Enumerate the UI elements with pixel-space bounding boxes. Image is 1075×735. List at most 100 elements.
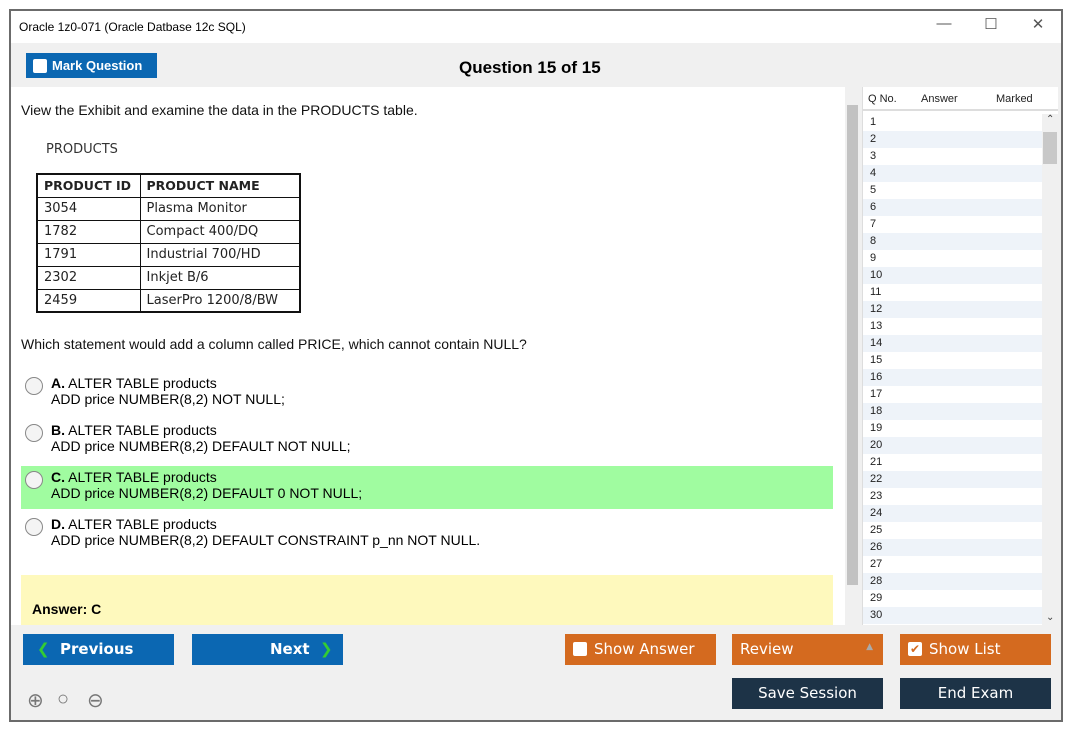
radio-button[interactable] bbox=[25, 377, 43, 395]
zoom-reset-icon[interactable]: ○ bbox=[57, 688, 70, 710]
radio-button[interactable] bbox=[25, 518, 43, 536]
zoom-out-icon[interactable]: ⊖ bbox=[87, 690, 104, 712]
question-list-row[interactable]: 26 bbox=[863, 539, 1043, 556]
question-list-row[interactable]: 6 bbox=[863, 199, 1043, 216]
previous-label: Previous bbox=[60, 640, 134, 658]
product-name: Inkjet B/6 bbox=[139, 265, 301, 290]
show-answer-button[interactable]: Show Answer bbox=[565, 634, 716, 665]
answer-box: Answer: C bbox=[21, 575, 833, 625]
question-list-row[interactable]: 30 bbox=[863, 607, 1043, 624]
next-button[interactable]: Next ❯ bbox=[192, 634, 343, 665]
question-list-row[interactable]: 5 bbox=[870, 184, 877, 196]
end-exam-button[interactable]: End Exam bbox=[900, 678, 1051, 709]
radio-button[interactable] bbox=[25, 471, 43, 489]
window-title: Oracle 1z0-071 (Oracle Datbase 12c SQL) bbox=[19, 20, 246, 34]
scroll-thumb[interactable] bbox=[847, 105, 858, 585]
mark-question-button[interactable]: Mark Question bbox=[26, 53, 157, 78]
scroll-thumb[interactable] bbox=[1043, 132, 1057, 164]
show-list-label: Show List bbox=[929, 640, 1001, 658]
option-letter: B. bbox=[51, 422, 65, 438]
title-bar: Oracle 1z0-071 (Oracle Datbase 12c SQL) … bbox=[11, 11, 1061, 43]
question-list-row[interactable]: 27 bbox=[870, 558, 883, 570]
option-line1: ALTER TABLE products bbox=[68, 516, 217, 532]
question-list-row[interactable]: 3 bbox=[870, 150, 877, 162]
product-id: 2302 bbox=[36, 265, 141, 290]
app-window: Oracle 1z0-071 (Oracle Datbase 12c SQL) … bbox=[9, 9, 1063, 722]
question-list-row[interactable]: 2 bbox=[863, 131, 1043, 148]
header-bar: Mark Question Question 15 of 15 bbox=[11, 43, 1061, 87]
mark-question-label: Mark Question bbox=[52, 58, 143, 73]
question-list-row[interactable]: 16 bbox=[863, 369, 1043, 386]
chevron-right-icon: ❯ bbox=[320, 640, 333, 658]
header-qno: Q No. bbox=[868, 93, 897, 105]
question-list-row[interactable]: 12 bbox=[863, 301, 1043, 318]
question-list-row[interactable]: 8 bbox=[863, 233, 1043, 250]
column-header: PRODUCT NAME bbox=[139, 173, 301, 198]
review-dropdown[interactable]: Review ▲ bbox=[732, 634, 883, 665]
question-intro: View the Exhibit and examine the data in… bbox=[21, 102, 418, 118]
question-list-row[interactable]: 24 bbox=[863, 505, 1043, 522]
question-list-row[interactable]: 22 bbox=[863, 471, 1043, 488]
maximize-button[interactable]: ☐ bbox=[984, 16, 998, 33]
question-list-row[interactable]: 28 bbox=[863, 573, 1043, 590]
column-header: PRODUCT ID bbox=[36, 173, 141, 198]
radio-button[interactable] bbox=[25, 424, 43, 442]
question-list-row[interactable]: 29 bbox=[870, 592, 883, 604]
exhibit-title: PRODUCTS bbox=[46, 142, 118, 157]
question-list-row[interactable]: 1 bbox=[870, 116, 877, 128]
previous-button[interactable]: ❮ Previous bbox=[23, 634, 174, 665]
caret-up-icon: ▲ bbox=[866, 642, 873, 652]
question-list-row[interactable]: 19 bbox=[870, 422, 883, 434]
review-label: Review bbox=[740, 640, 794, 658]
close-button[interactable]: ✕ bbox=[1031, 16, 1045, 33]
question-list-row[interactable]: 11 bbox=[870, 286, 882, 298]
scroll-up-icon[interactable]: ⌃ bbox=[1046, 114, 1055, 125]
question-list-row[interactable]: 15 bbox=[870, 354, 883, 366]
option-letter: D. bbox=[51, 516, 65, 532]
question-list-row[interactable]: 10 bbox=[863, 267, 1043, 284]
option-line2: ADD price NUMBER(8,2) DEFAULT 0 NOT NULL… bbox=[51, 485, 363, 501]
zoom-in-icon[interactable]: ⊕ bbox=[27, 690, 44, 712]
question-list-row[interactable]: 7 bbox=[870, 218, 877, 230]
list-scrollbar[interactable]: ⌃ ⌄ bbox=[1042, 114, 1058, 625]
question-prompt: Which statement would add a column calle… bbox=[21, 336, 527, 352]
option-line2: ADD price NUMBER(8,2) DEFAULT NOT NULL; bbox=[51, 438, 351, 454]
question-list-row[interactable]: 23 bbox=[870, 490, 883, 502]
list-header: Q No. Answer Marked bbox=[863, 87, 1058, 111]
scroll-down-icon[interactable]: ⌄ bbox=[1046, 612, 1055, 623]
product-name: LaserPro 1200/8/BW bbox=[139, 288, 301, 313]
question-list-row[interactable]: 25 bbox=[870, 524, 883, 536]
question-area: View the Exhibit and examine the data in… bbox=[11, 87, 845, 625]
question-list-row[interactable]: 17 bbox=[870, 388, 883, 400]
minimize-button[interactable]: — bbox=[936, 15, 952, 32]
product-name: Plasma Monitor bbox=[139, 196, 301, 221]
show-list-button[interactable]: ✔ Show List bbox=[900, 634, 1051, 665]
question-list-row[interactable]: 14 bbox=[863, 335, 1043, 352]
product-name: Compact 400/DQ bbox=[139, 219, 301, 244]
option-letter: C. bbox=[51, 469, 65, 485]
question-list-row[interactable]: 21 bbox=[870, 456, 883, 468]
checkbox-checked-icon: ✔ bbox=[908, 642, 922, 656]
question-list-row[interactable]: 18 bbox=[863, 403, 1043, 420]
question-counter: Question 15 of 15 bbox=[459, 58, 601, 77]
question-list-row[interactable]: 13 bbox=[870, 320, 883, 332]
option-line1: ALTER TABLE products bbox=[68, 469, 217, 485]
question-list-row[interactable]: 4 bbox=[863, 165, 1043, 182]
checkbox-icon bbox=[33, 59, 47, 73]
product-id: 1782 bbox=[36, 219, 141, 244]
question-scrollbar[interactable] bbox=[845, 87, 859, 625]
question-list-row[interactable]: 20 bbox=[863, 437, 1043, 454]
question-list-row[interactable]: 9 bbox=[870, 252, 877, 264]
product-id: 2459 bbox=[36, 288, 141, 313]
next-label: Next bbox=[270, 640, 310, 658]
save-session-button[interactable]: Save Session bbox=[732, 678, 883, 709]
checkbox-icon bbox=[573, 642, 587, 656]
product-id: 1791 bbox=[36, 242, 141, 267]
